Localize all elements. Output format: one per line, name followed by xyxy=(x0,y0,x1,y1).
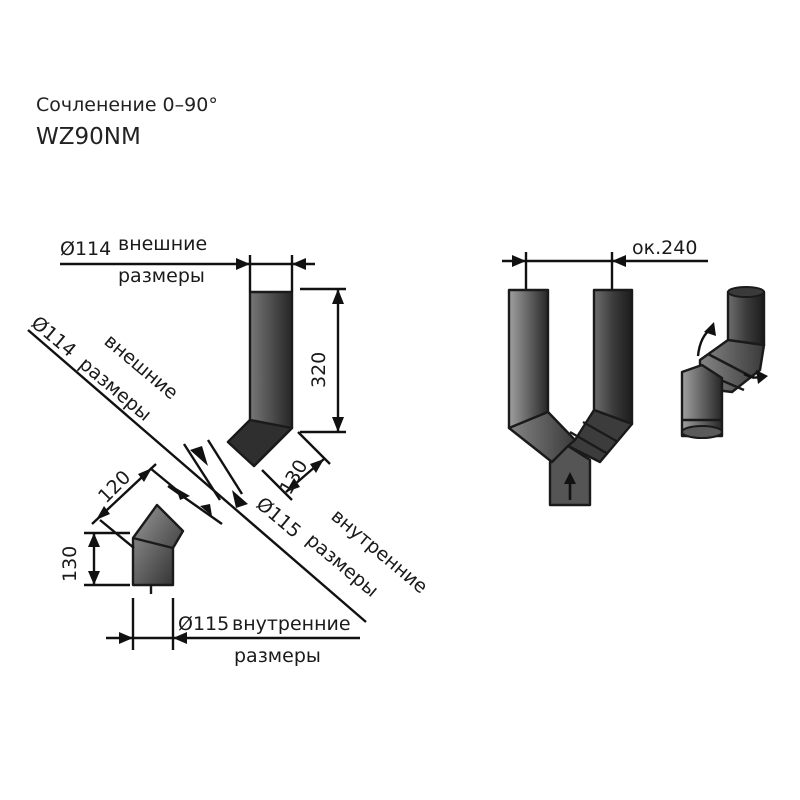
dim120-arrow-d xyxy=(200,504,212,516)
dim120-arrow-a xyxy=(96,506,110,520)
y-right-elbow-seam-2 xyxy=(569,430,609,456)
height-long-value: 320 xyxy=(308,352,330,388)
product-title: Сочленение 0–90° xyxy=(36,94,218,116)
left-elbow-drawing: Ø114 внешние размеры 320 130 Ø114 внешни… xyxy=(27,233,432,667)
long-pipe-cut-face xyxy=(226,418,294,468)
height-short-arrow-top xyxy=(88,533,100,547)
height-mid-arrow-a xyxy=(310,459,324,473)
y-configuration-drawing: ок.240 xyxy=(502,237,708,507)
outer-dim-word2: размеры xyxy=(118,265,205,287)
diag-inner-diameter: Ø115 xyxy=(252,493,305,543)
height-mid-arrow-b xyxy=(286,478,300,492)
height-long-arrow-top xyxy=(332,289,344,304)
approx-width-arrow-right xyxy=(612,255,626,267)
height-mid-ext-b xyxy=(297,431,331,465)
height-mid-value: 130 xyxy=(275,456,312,498)
rot-arrow-head-top xyxy=(704,322,716,336)
dim120-arrow-b xyxy=(138,468,152,482)
outer-dim-word1: внешние xyxy=(118,233,207,255)
inner-dim-arrow-right xyxy=(173,632,187,644)
outer-dim-arrow-right xyxy=(292,258,306,270)
outer-dim-arrow-left xyxy=(236,258,250,270)
diag-ext-2 xyxy=(206,439,244,495)
product-code: WZ90NM xyxy=(36,124,141,150)
height-mid-ext-a xyxy=(261,469,293,501)
section-diagonal-line xyxy=(27,329,367,623)
y-right-pipe xyxy=(592,288,634,426)
approx-width-value: ок.240 xyxy=(632,237,697,259)
y-right-elbow-seam-1 xyxy=(582,420,619,444)
approx-width-arrow-left xyxy=(512,255,526,267)
inner-dim-arrow-left xyxy=(119,632,133,644)
dim120-arrow-c xyxy=(176,488,190,500)
inner-dim-diameter: Ø115 xyxy=(178,613,229,635)
height-short-value: 130 xyxy=(59,546,81,582)
rot-bottom-cylinder xyxy=(680,363,724,438)
rotatable-elbow-drawing xyxy=(680,286,768,439)
diag-ext-1 xyxy=(182,443,222,501)
y-flow-arrow-head xyxy=(564,472,576,484)
height-long-arrow-bottom xyxy=(332,417,344,432)
short-elbow-seam xyxy=(132,536,174,550)
inner-dim-word2: размеры xyxy=(234,645,321,667)
diag-arrow-2 xyxy=(232,490,248,508)
dim120-value: 120 xyxy=(94,466,135,507)
height-short-arrow-bottom xyxy=(88,571,100,585)
outer-dim-diameter: Ø114 xyxy=(60,238,111,260)
inner-dim-word1: внутренние xyxy=(232,613,351,635)
diag-arrow-1 xyxy=(190,446,208,466)
rot-arrow-head-right xyxy=(756,370,768,384)
dim120-ext-c xyxy=(167,485,223,525)
y-right-elbow xyxy=(566,408,634,464)
rot-top-rim xyxy=(727,286,765,298)
y-left-pipe xyxy=(507,288,550,430)
rot-bottom-rim xyxy=(681,425,723,439)
